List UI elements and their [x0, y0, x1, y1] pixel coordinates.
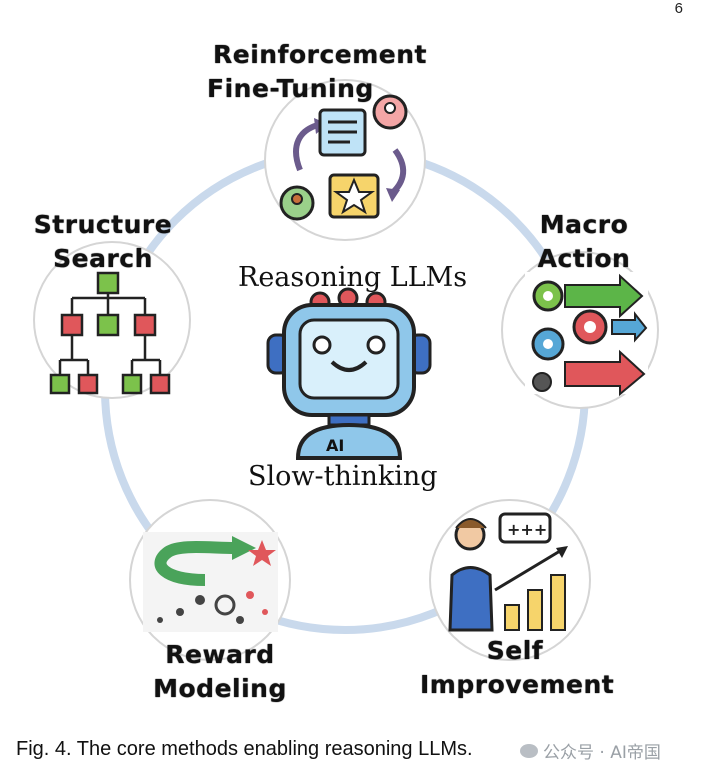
label-self: Self Improvement	[420, 634, 615, 702]
label-reward: Reward Modeling	[150, 638, 290, 706]
label-reward-line1: Reward	[165, 640, 275, 669]
figure-caption: Fig. 4. The core methods enabling reason…	[16, 738, 473, 760]
watermark: 公众号 · AI帝国	[520, 738, 661, 763]
growth-chart-icon: +++	[448, 512, 568, 632]
label-macro-line1: Macro	[539, 210, 629, 239]
robot-icon	[266, 287, 432, 460]
label-reward-line2: Modeling	[153, 674, 287, 703]
wechat-icon	[520, 743, 538, 758]
robot-chest-label: AI	[326, 436, 345, 455]
star-path-icon	[143, 532, 278, 632]
gears-arrows-icon	[525, 272, 648, 397]
label-structure-line2: Search	[53, 244, 153, 273]
label-self-line2: Improvement	[420, 670, 615, 699]
feedback-loop-icon	[279, 94, 408, 221]
label-structure-line1: Structure	[33, 210, 173, 239]
label-rft-line2: Fine-Tuning	[207, 74, 374, 103]
label-self-line1: Self	[486, 636, 544, 665]
decision-tree-icon	[49, 271, 171, 395]
label-rft: Reinforcement Fine-Tuning	[205, 38, 435, 106]
label-structure: Structure Search	[28, 208, 178, 276]
svg-text:+++: +++	[507, 520, 547, 539]
center-title: Reasoning LLMs	[238, 262, 468, 293]
center-subtitle: Slow-thinking	[248, 461, 438, 492]
watermark-text: 公众号 · AI帝国	[543, 743, 661, 763]
page-number: 6	[674, 0, 683, 17]
label-rft-line1: Reinforcement	[213, 40, 427, 69]
label-macro-line2: Action	[537, 244, 631, 273]
label-macro: Macro Action	[524, 208, 644, 276]
